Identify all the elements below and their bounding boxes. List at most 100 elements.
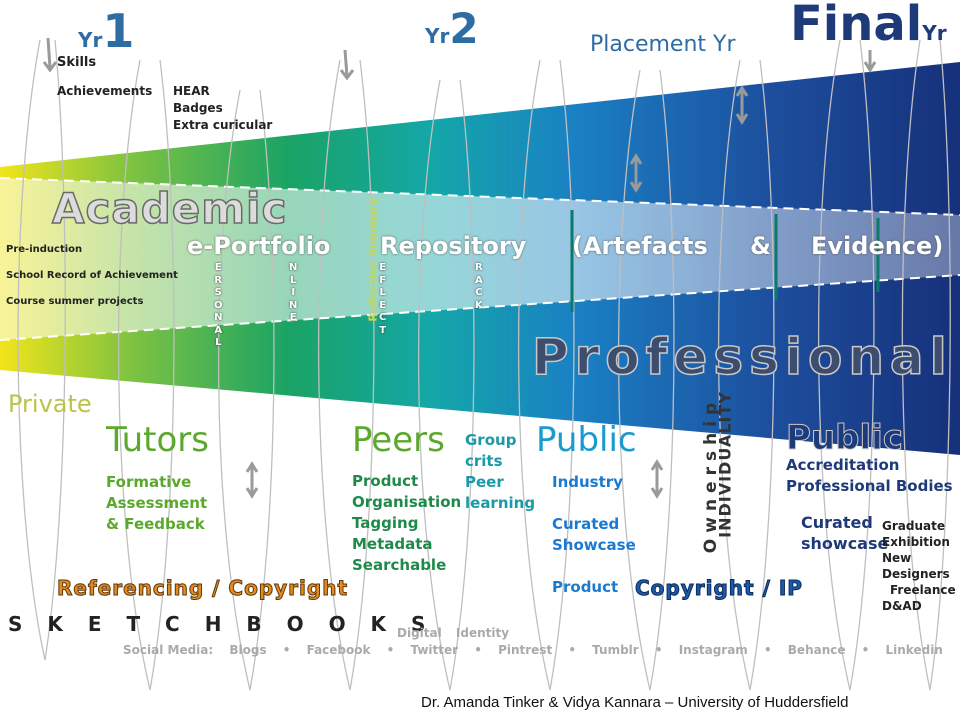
letter: L [290, 274, 297, 286]
yr1-label: Yr1 [78, 4, 134, 58]
individuality-label: INDIVIDUALITY [715, 391, 735, 538]
pre-items-list: Pre-induction School Record of Achieveme… [6, 237, 178, 315]
yr2-prefix: Yr [425, 24, 450, 48]
accreditation-item: Professional Bodies [786, 477, 953, 495]
curated-item: Curated [801, 513, 873, 532]
band-markers [570, 210, 880, 312]
hear-item: HEAR [173, 84, 210, 98]
tutors-item: Formative [106, 473, 192, 491]
hear-item: Badges [173, 101, 223, 115]
graduate-item: D&AD [882, 599, 922, 613]
letter: C [379, 312, 387, 323]
final-suffix: Yr [922, 21, 947, 45]
social-item: • [474, 643, 482, 657]
group-list: Group crits Peer learning [465, 430, 535, 514]
public1-title: Public [536, 420, 637, 460]
pre-item: Course summer projects [6, 296, 144, 307]
reflective-summary-label: Reflective Summary [366, 197, 380, 322]
public1-item [552, 556, 636, 577]
social-item: Behance [787, 643, 846, 657]
letter: I [291, 287, 296, 298]
digital-identity-label: Digital Identity [397, 626, 510, 640]
letter: A [214, 324, 223, 336]
letter: E [214, 262, 222, 273]
letter: R [475, 262, 483, 273]
band-top-dash [0, 177, 960, 216]
copyright-ip-label: Copyright / IP [635, 576, 803, 601]
social-item: • [861, 643, 870, 657]
social-item: Social Media: [123, 643, 214, 657]
final-yr-label: FinalYr [790, 0, 947, 52]
social-item: Facebook [306, 643, 371, 657]
letter: O [214, 299, 223, 311]
credit-line: Dr. Amanda Tinker & Vidya Kannara – Univ… [421, 694, 849, 711]
skills-label: Skills [57, 55, 97, 70]
tutors-list: Formative Assessment & Feedback [106, 472, 207, 535]
peers-item: Organisation [352, 493, 462, 511]
tutors-item: Assessment [106, 494, 208, 512]
letter: E [379, 262, 387, 273]
tutors-title: Tutors [106, 420, 209, 460]
private-label: Private [8, 390, 92, 418]
pre-item: Pre-induction [6, 244, 83, 255]
reflect-letters: E F L E C T [379, 262, 386, 337]
peers-item: Tagging [352, 514, 419, 532]
curated-showcase-list: Curated showcase [801, 512, 888, 554]
social-item: • [568, 643, 577, 657]
band-bottom-dash [0, 274, 960, 341]
tutors-item: & Feedback [106, 515, 205, 533]
eportfolio-word: Repository [380, 232, 527, 260]
eportfolio-word: Evidence) [811, 232, 944, 260]
public1-list: Industry Curated Showcase Product [552, 472, 636, 598]
letter: L [379, 287, 386, 298]
professional-title: Professional [531, 327, 953, 387]
social-item: Tumblr [592, 643, 639, 657]
social-item: Pintrest [498, 643, 553, 657]
social-item: Instagram [678, 643, 748, 657]
eportfolio-word: (Artefacts [572, 232, 708, 260]
yr2-label: Yr2 [425, 4, 479, 53]
arrows [42, 37, 877, 499]
letter: C [475, 287, 483, 298]
letter: N [289, 299, 298, 311]
letter: T [379, 324, 387, 336]
letter: A [475, 274, 483, 286]
graduate-list: Graduate Exhibition New Designers Freela… [882, 518, 956, 614]
graduate-item: Designers [882, 567, 950, 581]
academic-title: Academic [51, 183, 288, 234]
group-item: learning [465, 494, 536, 512]
social-item: • [282, 643, 291, 657]
accreditation-item: Accreditation [786, 456, 900, 474]
public1-item: Showcase [552, 536, 636, 554]
curated-item: showcase [801, 534, 889, 553]
peers-list: Product Organisation Tagging Metadata Se… [352, 471, 461, 576]
eportfolio-word: e-Portfolio [187, 232, 331, 260]
peers-item: Product [352, 472, 419, 490]
achievements-label: Achievements [57, 84, 153, 98]
social-media-row: Social Media: Blogs • Facebook • Twitter… [123, 643, 943, 657]
letter: R [214, 274, 223, 286]
graduate-item: New [882, 551, 912, 565]
group-item: crits [465, 452, 503, 470]
public1-item [552, 493, 636, 514]
placement-yr-label: Placement Yr [590, 32, 736, 57]
swirl-loops [17, 39, 951, 691]
accreditation-list: Accreditation Professional Bodies [786, 455, 953, 497]
social-item: Twitter [410, 643, 459, 657]
online-letters: N L I N E [289, 262, 297, 325]
letter: L [215, 337, 222, 348]
social-item: Blogs [229, 643, 267, 657]
graduate-item: Freelance [890, 583, 956, 597]
final-main: Final [790, 0, 923, 52]
peers-item: Metadata [352, 535, 433, 553]
social-item: • [654, 643, 663, 657]
group-item: Peer [465, 473, 504, 491]
public2-title: Public [786, 418, 904, 459]
letter: N [289, 262, 298, 273]
personal-letters: E R S O N A L [214, 262, 223, 350]
track-letters: R A C K [475, 262, 483, 312]
letter: S [214, 287, 222, 298]
graduate-item: Graduate [882, 519, 945, 533]
group-item: Group [465, 431, 517, 449]
